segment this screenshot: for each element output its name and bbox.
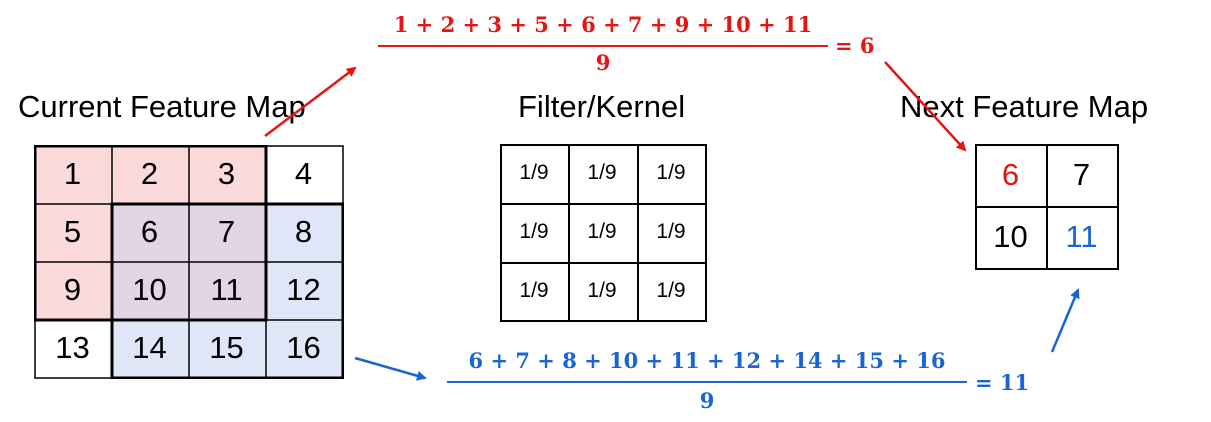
current-feature-map-title: Current Feature Map <box>18 89 306 124</box>
fm-cell: 2 <box>111 145 188 203</box>
blue-arrow-to-equation <box>354 356 427 381</box>
top-equation-result: = 6 <box>835 33 875 58</box>
fm-cell: 13 <box>34 319 111 377</box>
next-cell: 11 <box>1065 219 1098 254</box>
kernel-title: Filter/Kernel <box>518 89 686 124</box>
fm-cell: 8 <box>265 203 342 261</box>
fm-cell: 6 <box>111 203 188 261</box>
top-equation-numerator: 1 + 2 + 3 + 5 + 6 + 7 + 9 + 10 + 11 <box>393 12 813 37</box>
top-fraction-bar <box>378 45 828 47</box>
next-cell: 7 <box>1072 157 1091 192</box>
kernel-cell: 1/9 <box>587 279 617 302</box>
kernel-cell: 1/9 <box>587 161 617 184</box>
fm-cell: 1 <box>34 145 111 203</box>
kernel-grid-lines <box>500 144 707 322</box>
next-feature-map: 6 7 10 11 <box>975 144 1117 268</box>
bottom-fraction-bar <box>447 381 967 383</box>
fm-cell: 11 <box>188 261 265 319</box>
fm-cell: 9 <box>34 261 111 319</box>
next-grid-lines <box>975 144 1119 270</box>
kernel-cell: 1/9 <box>656 220 686 243</box>
fm-cell: 14 <box>111 319 188 377</box>
kernel-cell: 1/9 <box>519 161 549 184</box>
current-feature-map: 1 2 3 4 5 6 7 8 9 10 11 12 13 14 15 16 <box>34 145 342 377</box>
fm-cell: 10 <box>111 261 188 319</box>
next-cell: 6 <box>1001 157 1020 192</box>
blue-arrow-to-next-map <box>1050 288 1080 353</box>
kernel-cell: 1/9 <box>656 279 686 302</box>
top-equation-denominator: 9 <box>595 50 611 75</box>
feature-map-grid-lines <box>34 145 344 379</box>
fm-cell: 12 <box>265 261 342 319</box>
kernel-cell: 1/9 <box>519 279 549 302</box>
kernel-cell: 1/9 <box>656 161 686 184</box>
fm-cell: 16 <box>265 319 342 377</box>
bottom-equation-denominator: 9 <box>699 388 715 413</box>
fm-cell: 3 <box>188 145 265 203</box>
fm-cell: 15 <box>188 319 265 377</box>
kernel-cell: 1/9 <box>519 220 549 243</box>
blue-window-outline <box>110 202 344 379</box>
bottom-equation-result: = 11 <box>975 370 1030 395</box>
fm-cell: 5 <box>34 203 111 261</box>
kernel-grid: 1/9 1/9 1/9 1/9 1/9 1/9 1/9 1/9 1/9 <box>500 144 705 320</box>
red-window-outline <box>34 145 268 322</box>
kernel-cell: 1/9 <box>587 220 617 243</box>
fm-cell: 7 <box>188 203 265 261</box>
next-cell: 10 <box>993 219 1028 254</box>
next-feature-map-title: Next Feature Map <box>900 89 1149 124</box>
fm-cell: 4 <box>265 145 342 203</box>
bottom-equation-numerator: 6 + 7 + 8 + 10 + 11 + 12 + 14 + 15 + 16 <box>468 348 946 373</box>
